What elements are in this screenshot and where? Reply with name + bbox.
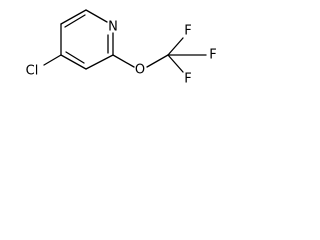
bond-o-c — [146, 54, 169, 68]
bond-c3-c4-inner — [65, 51, 85, 64]
bond-c3-c4 — [60, 54, 87, 70]
bond-c-f-top — [167, 37, 184, 56]
atom-label-f-right: F — [209, 48, 216, 63]
atom-label-cl: Cl — [26, 64, 39, 79]
bond-c6-c5 — [60, 9, 87, 25]
bond-c6-n1 — [85, 9, 108, 23]
atom-labels: N Cl O F F F — [26, 20, 217, 87]
atom-label-n: N — [108, 20, 118, 35]
bond-c-f-bottom — [167, 54, 184, 73]
atom-label-f-top: F — [184, 24, 191, 39]
ring-bonds — [60, 9, 114, 70]
bond-c4-cl — [43, 54, 62, 66]
atom-label-f-bottom: F — [184, 72, 191, 87]
bond-c6-c5-inner — [64, 14, 86, 28]
bond-c2-c3 — [85, 54, 114, 70]
bond-c2-o — [112, 54, 135, 68]
substituent-bonds — [43, 37, 207, 73]
chemical-structure: N Cl O F F F — [26, 9, 217, 87]
atom-label-o: O — [135, 63, 145, 78]
